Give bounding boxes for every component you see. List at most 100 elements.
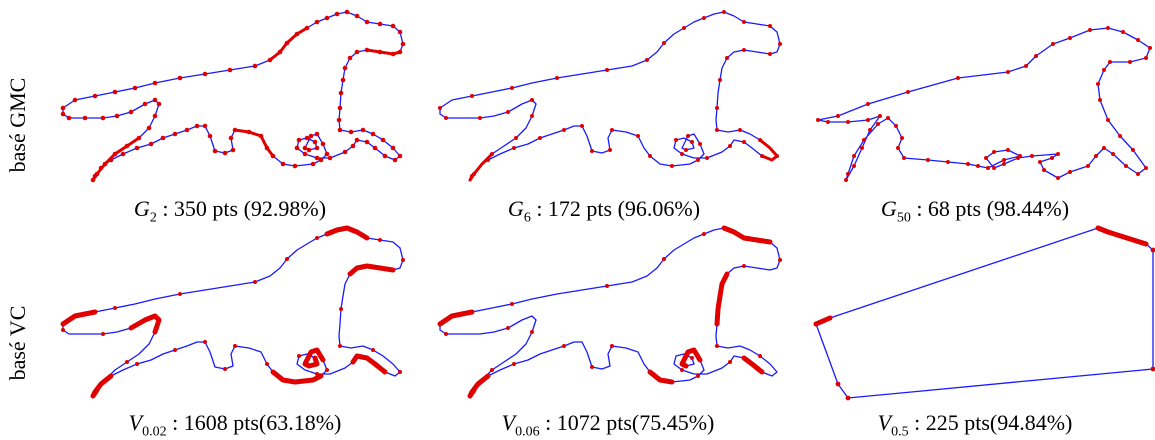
contour-point (610, 128, 614, 132)
contour-point (344, 9, 350, 15)
contour-point (860, 146, 864, 150)
contour-point (636, 134, 640, 138)
contour-point (382, 153, 388, 159)
contour-point (866, 118, 870, 122)
contour-point (222, 150, 228, 156)
contour-point (297, 354, 301, 358)
point-cluster (347, 263, 396, 277)
contour-point (768, 24, 772, 28)
contour-point (315, 236, 319, 240)
contour-point (1002, 162, 1006, 166)
contour-point (377, 21, 383, 27)
contour-point (674, 138, 678, 142)
contour-point (835, 381, 841, 387)
contour-point (1131, 148, 1135, 152)
contour-point (690, 356, 694, 360)
contour-point (320, 141, 326, 147)
point-cluster (128, 313, 162, 335)
contour-point (146, 125, 152, 131)
contour-point (152, 113, 158, 119)
contour-point (390, 23, 396, 29)
contour-point (725, 56, 729, 60)
point-cluster (437, 309, 475, 327)
contour-point (894, 124, 898, 128)
contour-point (1136, 172, 1140, 176)
contour-point (202, 123, 208, 129)
contour-point (605, 68, 609, 72)
contour-point (490, 368, 494, 372)
contour-point (836, 114, 840, 118)
contour-point (292, 163, 298, 169)
contour-point (314, 145, 320, 151)
contour-point (1038, 160, 1042, 164)
point-cluster (647, 369, 675, 385)
contour-point (370, 131, 376, 137)
contour-point (562, 128, 566, 132)
caption-v05: V0.5 : 225 pts(94.84%) (877, 410, 1073, 440)
contour-point (1006, 148, 1010, 152)
contour-point (1128, 60, 1132, 64)
contour-point (114, 113, 120, 119)
point-cluster (60, 309, 98, 327)
contour-point (1150, 366, 1155, 372)
contour-point (1030, 154, 1034, 158)
contour-point (223, 367, 227, 371)
contour-point (438, 106, 442, 110)
contour-point (310, 161, 316, 167)
contour-point (306, 147, 312, 153)
contour-point (852, 164, 856, 168)
contour-point (555, 76, 559, 80)
contour-point (738, 128, 742, 132)
contour-point (696, 374, 700, 378)
contour-point (1108, 60, 1112, 64)
contour-point (986, 166, 990, 170)
contour-point (608, 148, 612, 152)
contour-point (66, 115, 72, 121)
contour-point (101, 332, 105, 336)
contour-point (768, 52, 772, 56)
contour-point (728, 144, 732, 148)
contour-point (339, 307, 343, 311)
contour-point (1144, 166, 1148, 170)
contour-point (956, 76, 960, 80)
contour-point (280, 161, 286, 167)
contour-point (1056, 152, 1060, 156)
point-cluster (741, 355, 765, 375)
contour-point (926, 158, 930, 162)
contour-point (350, 143, 356, 149)
contour-point (337, 127, 343, 133)
contour-point (294, 145, 300, 151)
contour-point (696, 158, 700, 162)
contour-point (1051, 42, 1055, 46)
contour-point (605, 284, 609, 288)
contour-point (1024, 64, 1028, 68)
contour-point (325, 368, 329, 372)
contour-point (354, 137, 360, 143)
contour-point (758, 354, 762, 358)
contour-point (444, 332, 448, 336)
contour-point (984, 156, 988, 160)
contour-point (324, 15, 330, 21)
contour-point (1102, 68, 1106, 72)
contour-point (1006, 70, 1010, 74)
contour-point (314, 155, 320, 161)
contour-point (227, 67, 233, 73)
contour-point (82, 115, 88, 121)
point-cluster (714, 271, 730, 327)
contour-point (648, 154, 652, 158)
contour-point (372, 145, 378, 151)
contour-point (976, 164, 980, 168)
point-cluster (90, 373, 114, 399)
panel-v002 (60, 225, 405, 399)
contour-point (340, 77, 346, 83)
point-cluster (233, 128, 275, 158)
contour-point (722, 10, 726, 14)
contour-point (878, 114, 882, 118)
contour-point (203, 340, 207, 344)
contour-point (152, 80, 158, 86)
contour-point (590, 149, 594, 153)
contour-point (252, 63, 258, 69)
contour-point (530, 98, 534, 102)
contour-point (152, 97, 158, 103)
caption-v006: V0.06 : 1072 pts(75.45%) (501, 410, 715, 440)
